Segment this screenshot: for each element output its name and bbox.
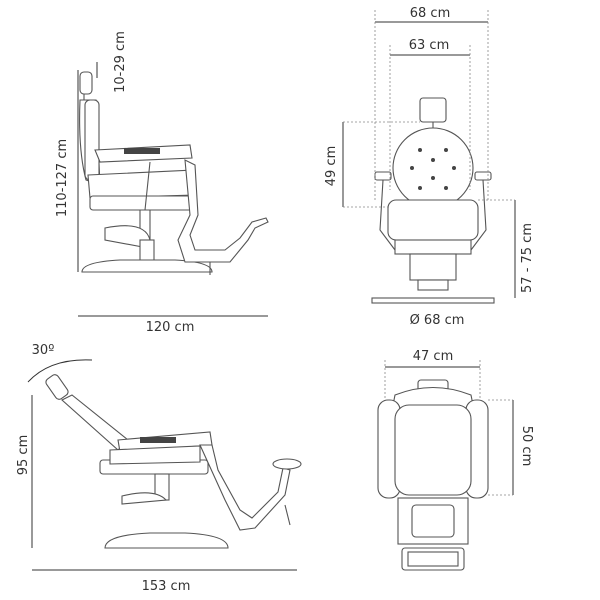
front-chair-drawing: [371, 97, 495, 304]
top-view: 47 cm 50 cm: [377, 349, 534, 571]
inner-width-label: 63 cm: [409, 38, 450, 53]
seat-height-label: 57 - 75 cm: [520, 223, 535, 293]
reclined-chair-drawing: [45, 374, 302, 549]
base-diameter-label: Ø 68 cm: [410, 313, 465, 328]
reclined-view: 30º 95 cm 153 cm: [16, 343, 302, 594]
side-length-label: 120 cm: [146, 320, 195, 335]
top-depth-label: 50 cm: [519, 426, 534, 467]
top-width-label: 47 cm: [413, 349, 454, 364]
headrest-adjust-label: 10-29 cm: [113, 31, 128, 93]
back-height-label: 49 cm: [324, 146, 339, 187]
front-view: 68 cm 63 cm 49 cm 57 - 75 cm Ø 68 cm: [324, 6, 535, 328]
reclined-length-label: 153 cm: [142, 579, 191, 594]
reclined-height-label: 95 cm: [16, 435, 31, 476]
outer-width-label: 68 cm: [410, 6, 451, 21]
side-chair-drawing: [79, 71, 269, 275]
recline-angle-label: 30º: [32, 343, 55, 358]
side-view: 110-127 cm 10-29 cm 120 cm: [55, 31, 269, 335]
side-height-label: 110-127 cm: [55, 139, 70, 217]
top-chair-drawing: [377, 379, 489, 571]
recline-angle-arc: [27, 359, 93, 383]
